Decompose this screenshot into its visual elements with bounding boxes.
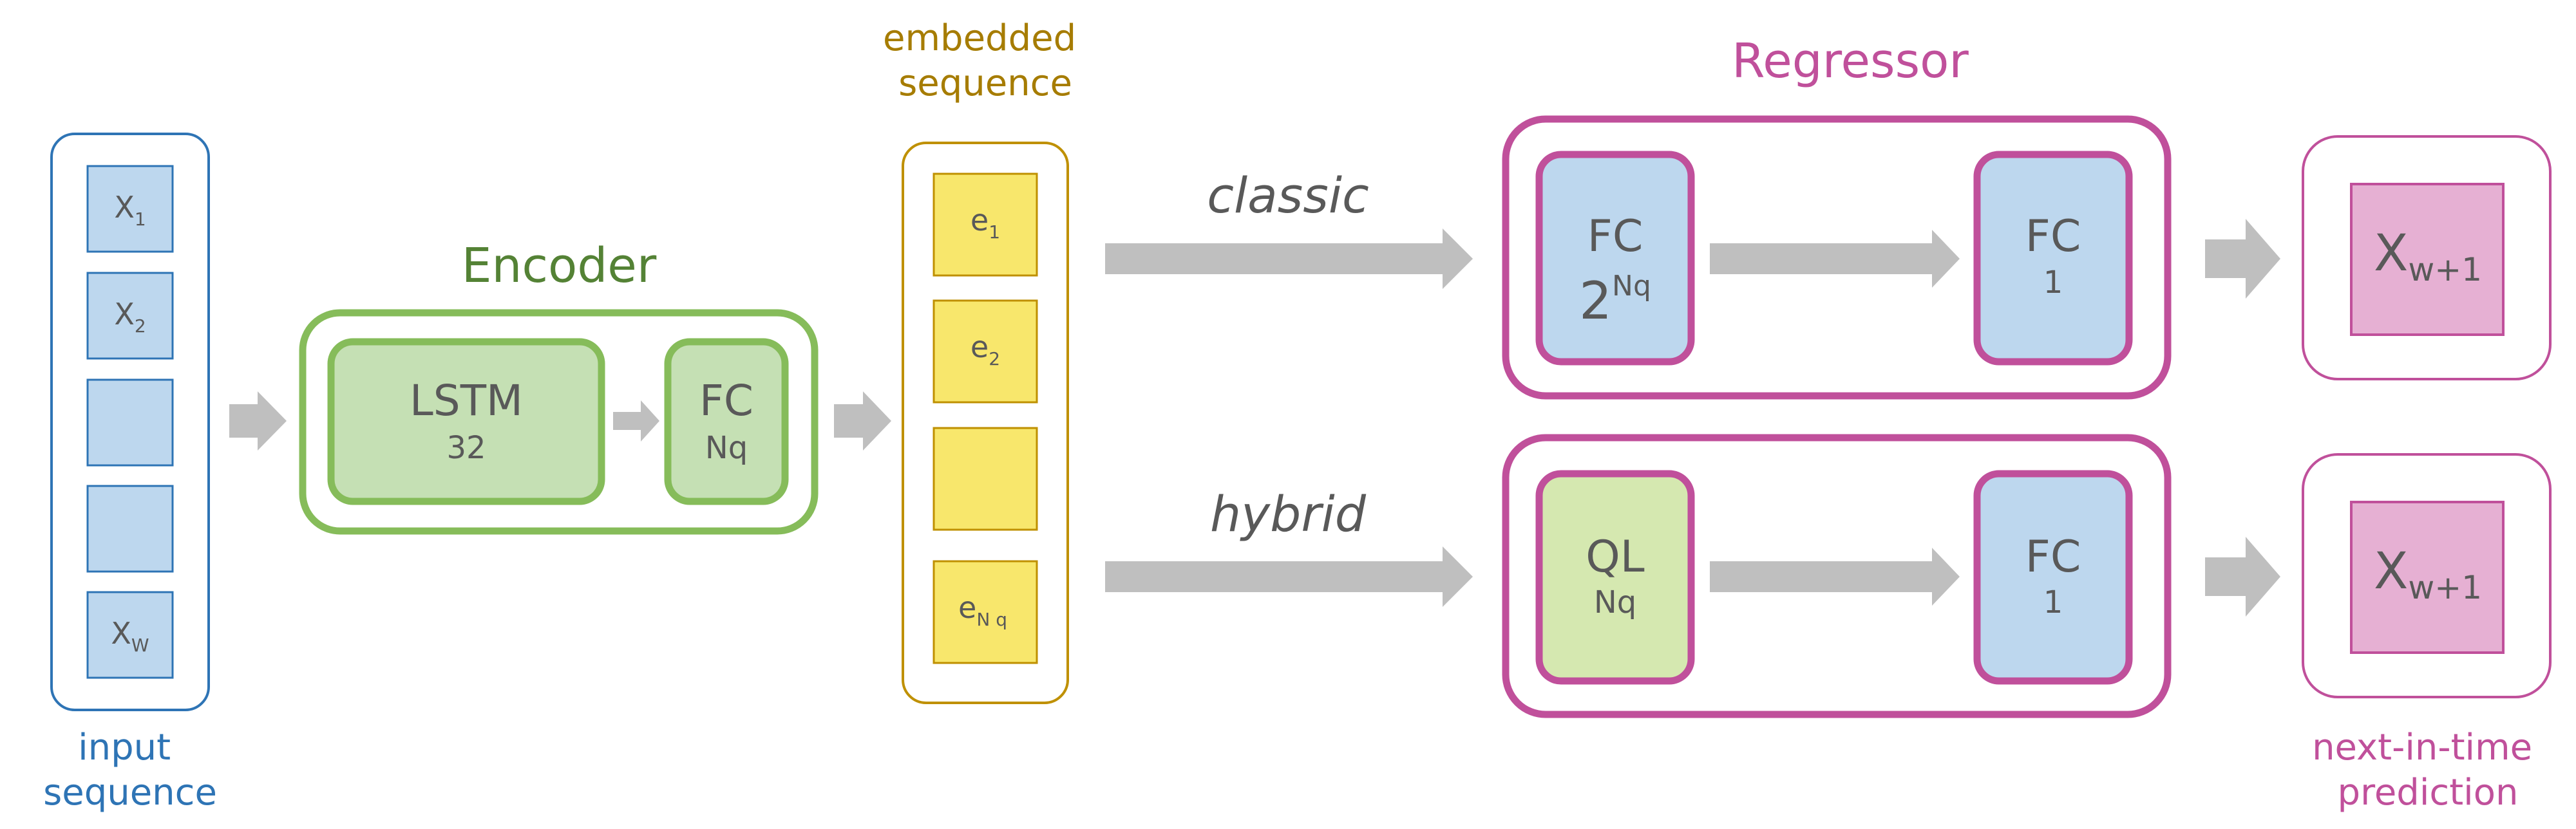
classic-fc-layer-2-name: FC [2025, 211, 2081, 262]
classic-output-cell [2350, 183, 2505, 336]
arrow-hybrid-ql-to-fc [1710, 548, 1960, 606]
hybrid-fc-layer-name: FC [2025, 532, 2081, 582]
hybrid-output-cell [2350, 501, 2505, 654]
hybrid-regressor-group: QL Nq FC 1 [1502, 434, 2172, 718]
classic-fc-layer-1-name: FC [1587, 211, 1643, 262]
regressor-title: Regressor [1732, 33, 1969, 89]
classic-fc-layer-1 [1535, 151, 1695, 366]
classic-branch-label: classic [1207, 167, 1369, 224]
embedded-cell-empty [933, 427, 1038, 531]
arrow-encoder-to-embedded [834, 391, 891, 451]
classic-fc-layer-1-size: 2Nq [1579, 270, 1651, 331]
lstm-layer-name: LSTM [410, 376, 523, 425]
next-in-time-prediction-label: next-in-time prediction [2312, 727, 2544, 814]
encoder-fc-layer [664, 338, 789, 505]
encoder-fc-size: Nq [705, 430, 748, 466]
classic-output-label: Xw+1 [2374, 225, 2482, 288]
encoder-group: Encoder LSTM 32 FC Nq [299, 238, 819, 535]
arrow-classic-fc1-to-fc2 [1710, 230, 1960, 288]
hybrid-ql-layer [1535, 470, 1695, 685]
hybrid-branch-label: hybrid [1210, 485, 1367, 543]
embedded-cell-e1 [933, 172, 1038, 277]
hybrid-branch-arrow: hybrid [1105, 485, 1473, 607]
input-cell-x2 [86, 272, 174, 360]
hybrid-fc-layer-size: 1 [2043, 584, 2063, 620]
classic-fc-layer-2-size: 1 [2043, 265, 2063, 301]
input-cell-empty [86, 485, 174, 573]
input-cell-x2-label: X2 [114, 297, 146, 337]
arrow-classic-to-output [2205, 219, 2280, 299]
classic-branch-arrow: classic [1105, 167, 1473, 289]
embedded-cell-e1-label: e1 [971, 203, 1000, 243]
hybrid-output-label: Xw+1 [2374, 543, 2482, 606]
embedded-cell-enq-label: eN q [958, 590, 1007, 630]
hybrid-ql-layer-size: Nq [1594, 584, 1636, 620]
lstm-layer [327, 338, 605, 505]
input-sequence-group: X1 X2 XW input sequence [43, 133, 217, 814]
arrow-input-to-encoder [229, 391, 287, 451]
hybrid-output-group: Xw+1 [2302, 453, 2552, 698]
embedded-cell-e2-label: e2 [971, 330, 1000, 369]
input-cell-x1 [86, 165, 174, 253]
input-sequence-label: input sequence [43, 727, 217, 814]
input-cell-xw [86, 591, 174, 679]
hybrid-fc-layer [1973, 470, 2133, 685]
classic-fc-layer-2 [1973, 151, 2133, 366]
arrow-lstm-to-fc [613, 400, 659, 442]
classic-regressor-group: FC 2Nq FC 1 [1502, 115, 2172, 400]
encoder-fc-name: FC [699, 376, 753, 425]
arrow-hybrid-to-output [2205, 537, 2280, 617]
embedded-cell-enq [933, 560, 1038, 664]
input-cell-empty [86, 378, 174, 467]
classic-output-group: Xw+1 [2302, 135, 2552, 380]
encoder-title: Encoder [462, 238, 657, 293]
embedded-sequence-label: embedded sequence [883, 17, 1088, 104]
embedded-sequence-group: embedded sequence e1 e2 eN q [883, 17, 1088, 704]
input-cell-x1-label: X1 [114, 190, 146, 230]
lstm-layer-size: 32 [446, 430, 486, 466]
hybrid-ql-layer-name: QL [1586, 532, 1645, 582]
input-cell-xw-label: XW [111, 616, 149, 656]
embedded-cell-e2 [933, 299, 1038, 404]
